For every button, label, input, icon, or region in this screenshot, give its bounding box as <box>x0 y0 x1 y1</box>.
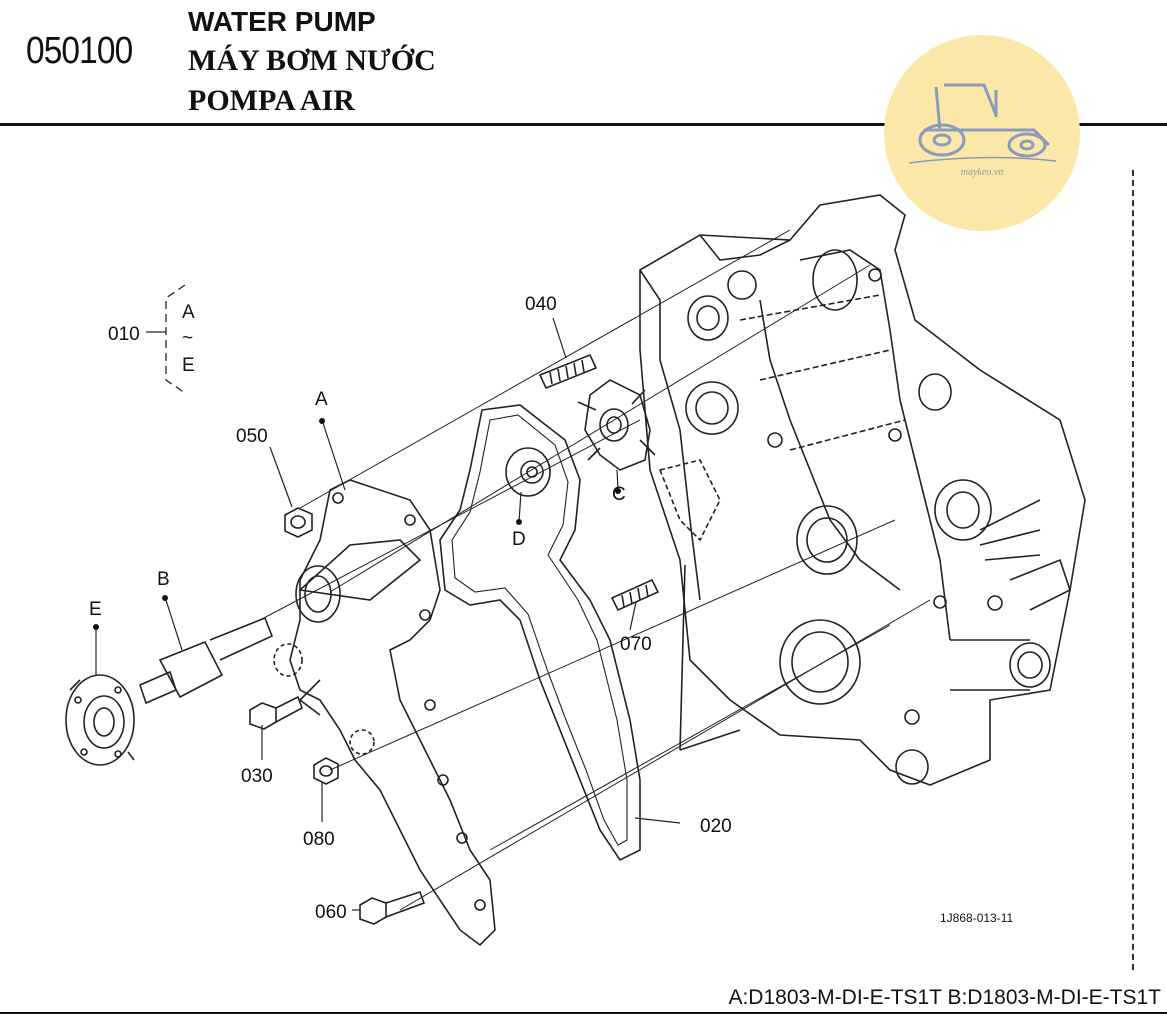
logo-text: maykeo.vn <box>960 167 1004 178</box>
label-part-050: 050 <box>236 426 268 447</box>
page-edge-dashed-line <box>1132 170 1134 970</box>
label-range-start: A <box>182 302 195 323</box>
nut-080 <box>313 757 339 785</box>
section-code: 050100 <box>26 30 133 72</box>
label-ref-e: E <box>89 599 102 620</box>
title-indonesian: POMPA AIR <box>188 84 355 117</box>
leader-dots <box>93 418 621 630</box>
footer-rule <box>0 1012 1167 1014</box>
bearing-shaft-b <box>139 616 274 705</box>
assembly-lines <box>259 229 931 911</box>
bolt-060 <box>359 891 426 925</box>
label-ref-c: C <box>612 484 626 505</box>
stud-040 <box>538 353 598 390</box>
label-ref-d: D <box>512 529 526 550</box>
figure-id: 1J868-013-11 <box>940 911 1013 925</box>
label-range-end: E <box>182 355 195 376</box>
stud-070 <box>610 578 660 612</box>
seal-d <box>505 447 551 497</box>
bolt-030 <box>249 695 303 730</box>
label-part-070: 070 <box>620 634 652 655</box>
model-applicability: A:D1803-M-DI-E-TS1T B:D1803-M-DI-E-TS1T <box>728 986 1161 1009</box>
header-rule <box>0 123 1167 126</box>
label-ref-a: A <box>315 389 328 410</box>
label-part-060: 060 <box>315 902 347 923</box>
title-english: WATER PUMP <box>188 6 376 37</box>
tractor-icon <box>908 83 1057 164</box>
range-bracket-010 <box>146 284 186 394</box>
label-part-030: 030 <box>241 766 273 787</box>
nut-050 <box>284 507 313 538</box>
impeller-c <box>577 379 656 471</box>
label-ref-b: B <box>157 569 170 590</box>
leader-lines <box>95 317 681 911</box>
label-part-040: 040 <box>525 294 557 315</box>
label-part-020: 020 <box>700 816 732 837</box>
engine-block <box>639 194 1086 786</box>
label-range-sep: ~ <box>182 328 193 349</box>
gasket-020 <box>439 404 641 862</box>
brand-logo: maykeo.vn <box>884 35 1080 231</box>
title-vietnamese: MÁY BƠM NƯỚC <box>188 44 436 77</box>
flange-e <box>65 674 135 766</box>
label-part-010: 010 <box>108 324 140 345</box>
label-part-080: 080 <box>303 829 335 850</box>
pump-body-a <box>273 479 496 947</box>
